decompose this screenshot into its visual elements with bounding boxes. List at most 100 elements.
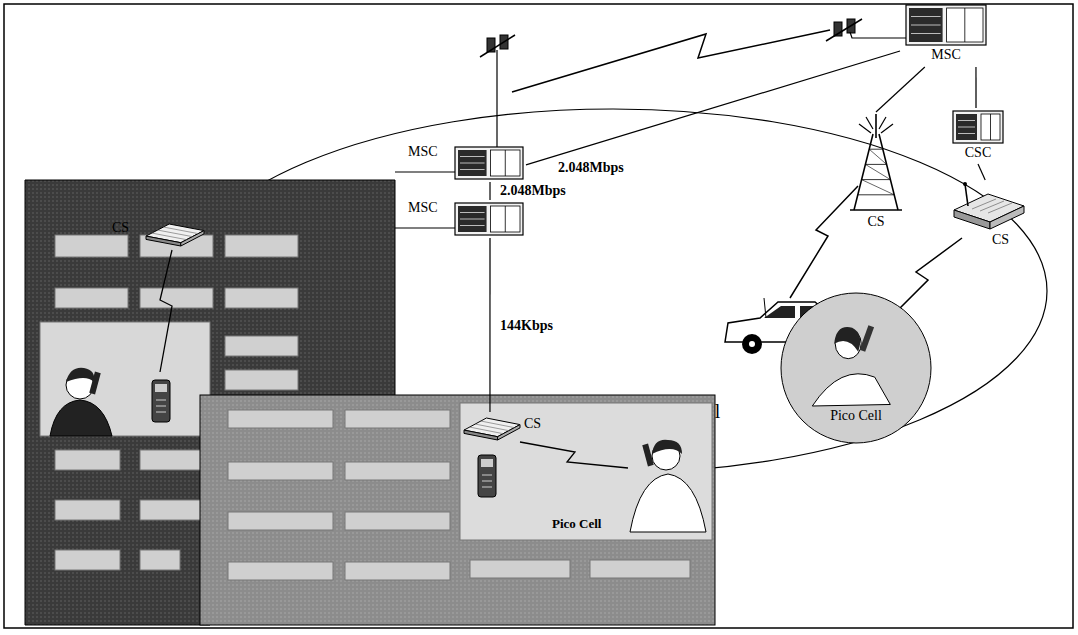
rack-slot [460,156,485,157]
area-label: Pico Cell [552,517,601,532]
rack-panel [909,8,943,42]
tower-strut [859,124,871,133]
office-room [40,322,210,436]
pico-cell: Pico Cell [778,292,934,444]
link-rate: 2.048Mbps [498,183,568,199]
base-station-tower: CS [842,112,910,236]
rack-door [491,206,520,232]
rack-door [505,206,506,232]
node-label: CS [992,232,1009,248]
tower-strut [875,114,877,138]
handset [482,475,492,476]
handset [478,455,496,497]
building-window [345,562,450,580]
tower-strut [865,164,886,165]
node-label: CS [524,416,541,432]
node-label: MSC [931,47,961,63]
car [749,341,755,347]
tower-strut [879,117,886,129]
building-window [345,462,450,480]
building-window [228,410,333,428]
node-label: Pico Cell [830,408,882,424]
tower-strut [862,180,895,195]
right-antenna [826,19,906,41]
control-center: CSC [945,108,1011,164]
rack-slot [460,225,485,226]
ceiling-unit-grille [470,427,504,434]
building-window [590,560,690,578]
tower-strut [850,209,902,210]
rack-slot [460,163,485,164]
rack-panel [956,114,977,140]
car [742,334,762,354]
rack-door [964,8,965,42]
building-window [345,512,450,530]
building-window [225,370,298,390]
building-window [55,235,128,257]
equipment-rack [455,203,523,235]
wire [395,171,455,172]
rack-door [947,8,983,42]
switching-center: MSC [900,3,992,67]
office-worker [66,368,94,382]
building-window [140,450,202,470]
node-label: CSC [965,145,991,161]
rack-panel [458,206,487,232]
radio-link [790,186,858,298]
wire [395,227,455,228]
rack-slot [911,16,941,17]
node-label: MSC [408,200,438,216]
building-window [55,500,120,520]
building-window [228,462,333,480]
radio-link [512,30,830,92]
building-window [140,288,213,308]
office-worker [630,440,706,532]
ceiling-unit-grille [152,233,187,240]
rack-slot [460,212,485,213]
station-grille [980,201,1004,211]
radio-link [160,250,172,372]
station-grille [988,203,1012,213]
rack-door [505,150,506,176]
building-window [140,500,202,520]
car [764,298,766,318]
tower-strut [854,134,873,210]
link-line [876,67,925,112]
handset [481,459,493,467]
rack-slot [911,25,941,26]
building-window [225,235,298,257]
office-building [200,395,715,625]
building-window [470,560,570,578]
cell-station: CS [462,412,554,446]
car [764,306,795,318]
rack-slot [460,169,485,170]
tower-strut [862,179,891,180]
ceiling-unit-side [181,231,204,246]
ceiling-unit-grille [481,421,515,428]
office-worker [652,440,682,454]
left-antenna [496,50,497,147]
link-line [975,67,976,108]
tower-strut [866,117,873,129]
rack-slot [958,133,975,134]
node-label: MSC [408,144,438,160]
station-antenna [965,184,968,206]
building-window [55,450,120,470]
rack-slot [911,33,941,34]
right-antenna [850,32,906,38]
rack-door [491,150,520,176]
node-label: CS [112,220,129,236]
ceiling-unit-side [498,425,520,440]
building-window [345,410,450,428]
building-window [228,512,333,530]
building-window [55,550,120,570]
person [812,374,890,406]
rack-slot [460,219,485,220]
page-frame [4,4,1073,628]
building-window [225,336,298,356]
station-side [954,210,990,229]
switching-center: MSC [408,200,526,238]
station-antenna [963,182,967,186]
building-window [55,288,128,308]
